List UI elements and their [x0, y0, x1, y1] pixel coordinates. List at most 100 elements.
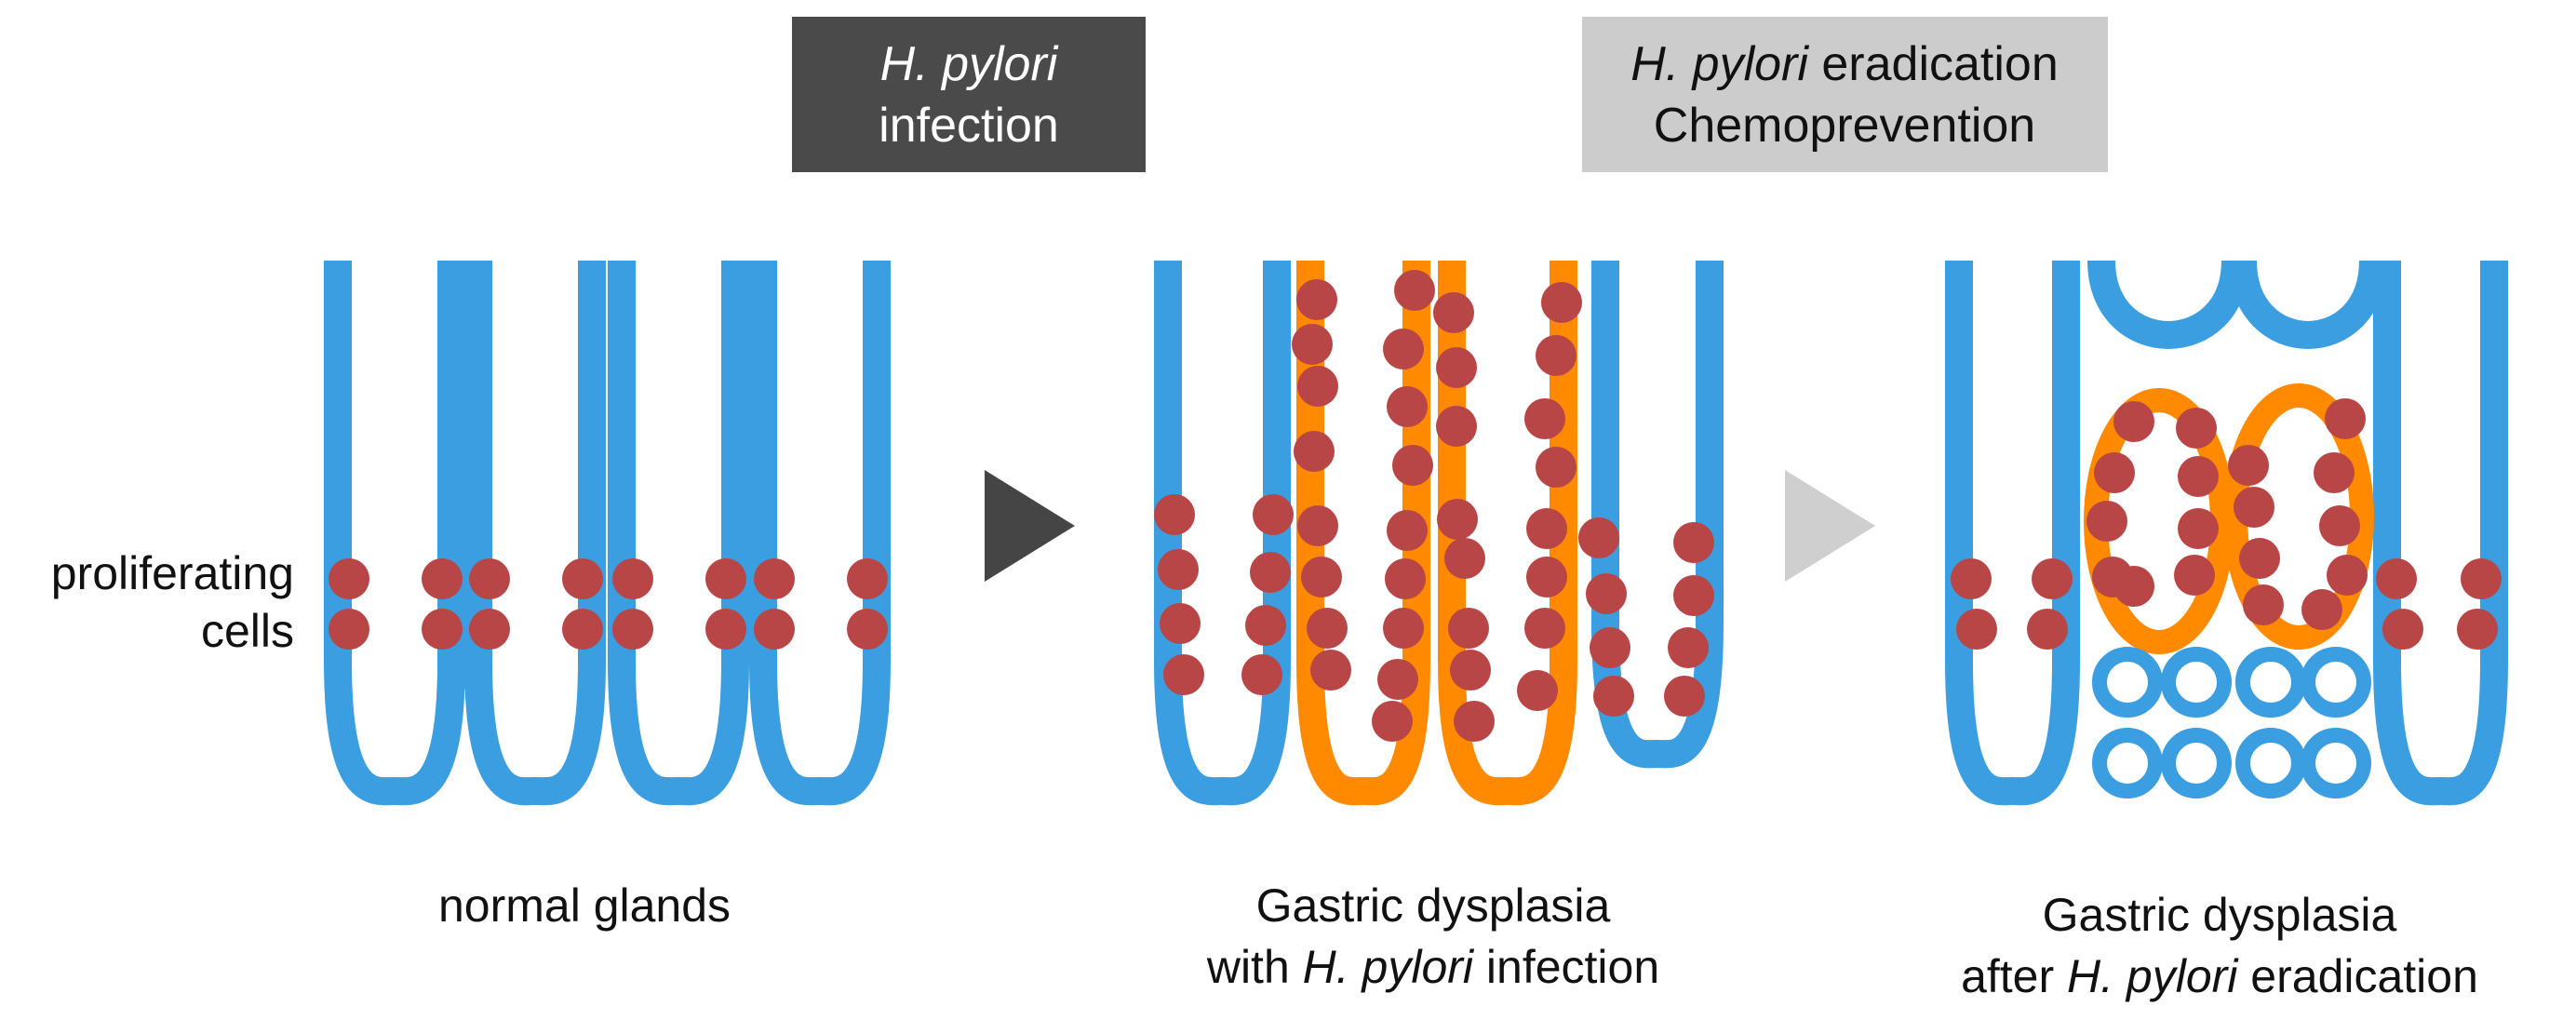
proliferating-cell [1292, 324, 1333, 365]
proliferating-cell [1524, 398, 1565, 439]
proliferating-cell [1296, 279, 1337, 320]
proliferating-cell [1536, 335, 1576, 376]
caption-eradicated-line2-italic: H. pylori [2067, 950, 2239, 1002]
normal-gland [1945, 261, 2080, 806]
caption-infected-line2-italic: H. pylori [1303, 941, 1475, 993]
proliferating-cell [1297, 505, 1338, 546]
proliferating-cell [754, 558, 795, 599]
proliferating-cell [1387, 510, 1428, 551]
proliferating-cell [2113, 401, 2154, 442]
proliferating-cell [2457, 609, 2498, 650]
proliferating-cell [1394, 270, 1435, 311]
proliferating-cell [1154, 494, 1195, 535]
caption-infected-line2-post: infection [1473, 941, 1659, 993]
proliferating-cell [2228, 445, 2269, 486]
proliferating-cell [422, 609, 463, 650]
step-infection-box: H. pylori infection [792, 17, 1146, 172]
step-eradication-line2: Chemoprevention [1654, 99, 2035, 153]
proliferating-cell [1372, 701, 1413, 742]
panel-dysplasia-with-infection [1154, 261, 1724, 806]
proliferating-cell [1387, 386, 1428, 427]
proliferating-cell [2314, 452, 2355, 493]
proliferating-cell [2382, 609, 2423, 650]
proliferating-cell [1383, 608, 1424, 649]
proliferating-cell [329, 558, 369, 599]
proliferating-cell [1385, 558, 1426, 599]
proliferating-cell [1590, 627, 1630, 668]
normal-gland [749, 261, 891, 806]
panel-normal-glands [324, 261, 891, 806]
caption-infected-line2: with H. pylori infection [1206, 941, 1659, 993]
proliferating-cell [2319, 505, 2360, 546]
proliferating-cell [2032, 558, 2073, 599]
proliferating-cell [422, 558, 463, 599]
proliferating-cell [2239, 538, 2280, 579]
proliferating-cell [1307, 608, 1348, 649]
proliferating-cell [1253, 494, 1294, 535]
proliferating-cell [2301, 589, 2342, 630]
caption-eradicated-line2-pre: after [1961, 950, 2067, 1002]
proliferating-cell [1297, 366, 1338, 407]
proliferating-cell [2178, 508, 2219, 549]
proliferating-cell [1673, 522, 1714, 563]
proliferating-cell [847, 609, 888, 650]
normal-gland [608, 261, 749, 806]
proliferating-cell [1586, 573, 1627, 614]
step-infection-line1: H. pylori [880, 37, 1059, 91]
normal-gland [1154, 261, 1291, 806]
proliferating-cell [1673, 575, 1714, 616]
proliferating-cell [1526, 508, 1567, 549]
proliferating-cell [1450, 650, 1491, 691]
proliferating-cell [1526, 557, 1567, 597]
dysplastic-gland [1438, 261, 1577, 806]
proliferating-cell [847, 558, 888, 599]
step-eradication-box: H. pylori eradication Chemoprevention [1582, 17, 2108, 172]
proliferating-cell [1241, 654, 1282, 695]
proliferating-cell [2174, 555, 2215, 596]
proliferating-cell [2176, 408, 2217, 449]
proliferating-cell [2178, 456, 2219, 497]
proliferating-cell [1383, 329, 1424, 369]
proliferating-cell [1664, 676, 1705, 717]
proliferating-cell [1436, 406, 1477, 447]
proliferating-cell [1448, 608, 1489, 649]
proliferating-cell [1444, 538, 1485, 579]
proliferating-cell [1163, 654, 1204, 695]
proliferating-cell [2376, 558, 2417, 599]
proliferating-cell [1377, 659, 1418, 700]
proliferating-cell [612, 609, 653, 650]
regenerated-gland-ring [2161, 647, 2232, 718]
proliferating-cell [754, 609, 795, 650]
proliferating-cell [1392, 445, 1433, 486]
proliferating-cells-label-line2: cells [201, 605, 294, 657]
proliferating-cell [1436, 347, 1477, 388]
play-triangle-light-icon [1785, 470, 1875, 582]
step-infection-line2: infection [879, 99, 1059, 153]
caption-eradicated-line2-post: eradication [2237, 950, 2478, 1002]
proliferating-cell [612, 558, 653, 599]
regenerated-gland-ring [2235, 728, 2306, 799]
proliferating-cell [2094, 452, 2135, 493]
caption-infected-line2-pre: with [1206, 941, 1303, 993]
proliferating-cell [1160, 603, 1201, 644]
proliferating-cell [469, 558, 510, 599]
proliferating-cell [2027, 609, 2068, 650]
step-eradication-line1-italic: H. pylori [1630, 37, 1809, 91]
proliferating-cell [1668, 627, 1709, 668]
regenerated-gland-ring [2301, 647, 2371, 718]
proliferating-cell [1454, 701, 1495, 742]
dysplastic-gland [2223, 383, 2374, 650]
step-eradication-line1-rest: eradication [1808, 37, 2059, 91]
proliferating-cell [1310, 650, 1351, 691]
regenerated-gland-ring [2301, 728, 2371, 799]
proliferating-cell [562, 558, 603, 599]
caption-normal-glands: normal glands [438, 879, 731, 932]
proliferating-cell [1541, 282, 1582, 323]
proliferating-cell [1593, 676, 1634, 717]
normal-gland [2373, 261, 2508, 806]
step-infection-background [792, 17, 1146, 172]
caption-eradicated-line1: Gastric dysplasia [2043, 889, 2397, 941]
proliferating-cell [2327, 555, 2368, 596]
proliferating-cell [1578, 517, 1619, 558]
